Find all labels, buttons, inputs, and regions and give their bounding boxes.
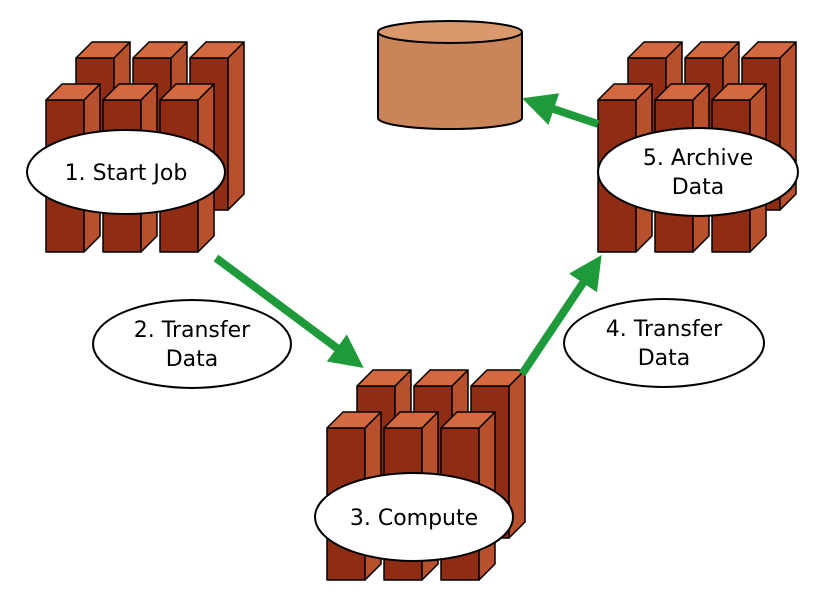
step-archive-label-line2: Data	[672, 175, 725, 200]
step-archive: 5. Archive Data	[597, 127, 799, 217]
step-start: 1. Start Job	[26, 129, 226, 215]
step-transfer-in: 2. Transfer Data	[92, 299, 292, 389]
step-transfer-out-label-line2: Data	[638, 346, 691, 371]
step-start-label: 1. Start Job	[65, 161, 188, 186]
step-transfer-in-label-line1: 2. Transfer	[134, 318, 251, 343]
step-transfer-out-label-line1: 4. Transfer	[606, 317, 723, 342]
step-transfer-out: 4. Transfer Data	[563, 298, 765, 388]
step-transfer-in-label-line2: Data	[166, 347, 219, 372]
step-compute-label: 3. Compute	[350, 506, 478, 531]
arrow-archive-to-database	[522, 93, 600, 128]
step-compute: 3. Compute	[314, 472, 514, 562]
arrow-start-to-compute	[213, 254, 364, 369]
step-archive-label-line1: 5. Archive	[643, 146, 753, 171]
database-icon	[377, 20, 523, 130]
arrow-compute-to-archive	[518, 255, 602, 377]
